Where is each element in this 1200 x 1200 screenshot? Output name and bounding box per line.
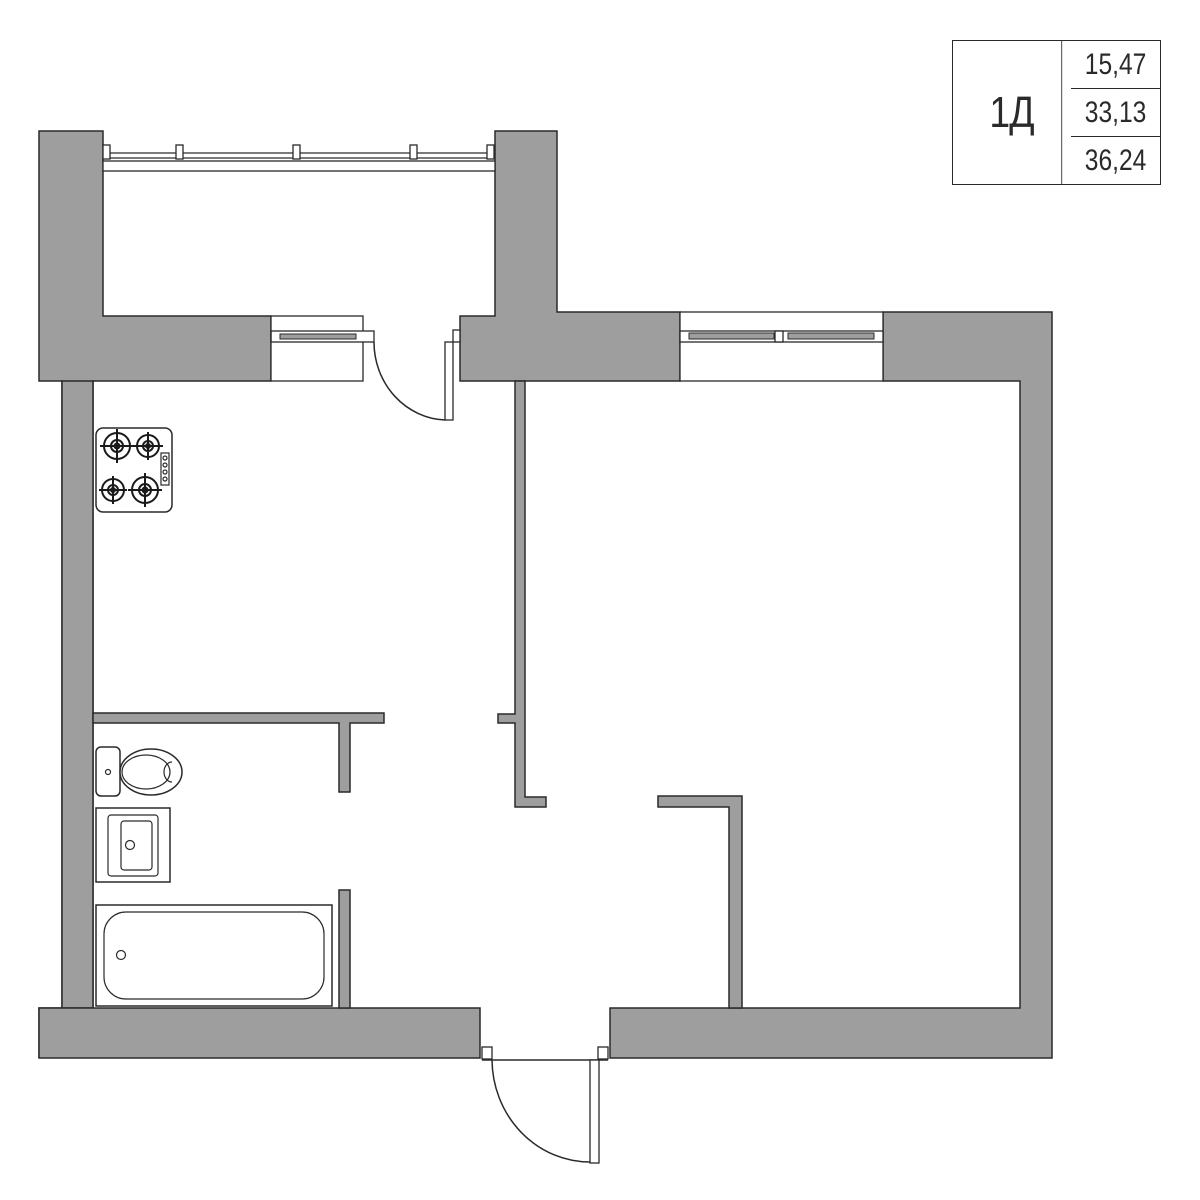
area-values: 15,47 33,13 36,24 [1071, 41, 1160, 184]
partition-walls [92, 380, 743, 1009]
living-area-value: 15,47 [1071, 41, 1160, 89]
sink-icon [95, 807, 171, 883]
kitchen-window [270, 315, 375, 382]
outer-walls [38, 130, 1053, 1059]
living-room-window [679, 311, 884, 382]
balcony-door [373, 329, 461, 421]
entrance-door [481, 1046, 609, 1164]
total-area-value: 33,13 [1071, 89, 1160, 137]
balcony-window [102, 144, 496, 172]
apartment-type-label: 1Д [962, 41, 1063, 184]
bathtub-icon [95, 904, 333, 1007]
toilet-icon [95, 746, 183, 797]
apartment-info-table: 1Д 15,47 33,13 36,24 [952, 40, 1161, 185]
stove-icon [95, 427, 173, 513]
total-area-with-balcony-value: 36,24 [1084, 143, 1147, 177]
